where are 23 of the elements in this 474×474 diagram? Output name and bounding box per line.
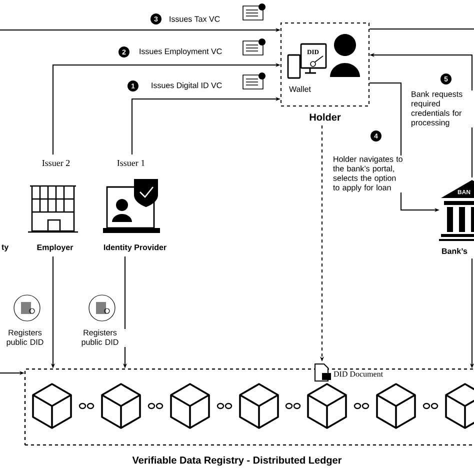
- document-label: DID Document: [334, 371, 383, 377]
- edge-label: Issues Digital ID VC: [152, 82, 222, 90]
- edge-label: Holder navigates to the bank’s portal, selects the option to apply for loan: [333, 156, 402, 192]
- node-label: Identity Provider: [104, 244, 166, 252]
- ledger-title: Verifiable Data Registry - Distributed Ledger: [132, 456, 342, 466]
- icon-group: [103, 160, 166, 252]
- edge-label: Registers public DID: [82, 330, 118, 346]
- icon-group: [314, 364, 383, 382]
- issuer-label: Issuer 1: [117, 160, 145, 166]
- wallet-box: [280, 22, 370, 121]
- edge-label: Registers public DID: [6, 330, 44, 346]
- wallet-label: Wallet: [289, 86, 311, 92]
- ledger-box: [24, 368, 474, 466]
- edge-label: Bank requests required credentials for processing: [411, 91, 462, 127]
- issuer-label: Issuer 2: [42, 160, 70, 166]
- node-label: Employer: [37, 244, 74, 252]
- icon-group: [27, 160, 79, 252]
- edge-label: Issues Tax VC: [170, 16, 220, 22]
- edge-label: Issues Employment VC: [140, 48, 222, 56]
- icon-group: [439, 180, 474, 254]
- node-label: ty: [2, 244, 9, 252]
- holder-label: Holder: [310, 113, 341, 121]
- node-label: Bank’s: [442, 248, 468, 254]
